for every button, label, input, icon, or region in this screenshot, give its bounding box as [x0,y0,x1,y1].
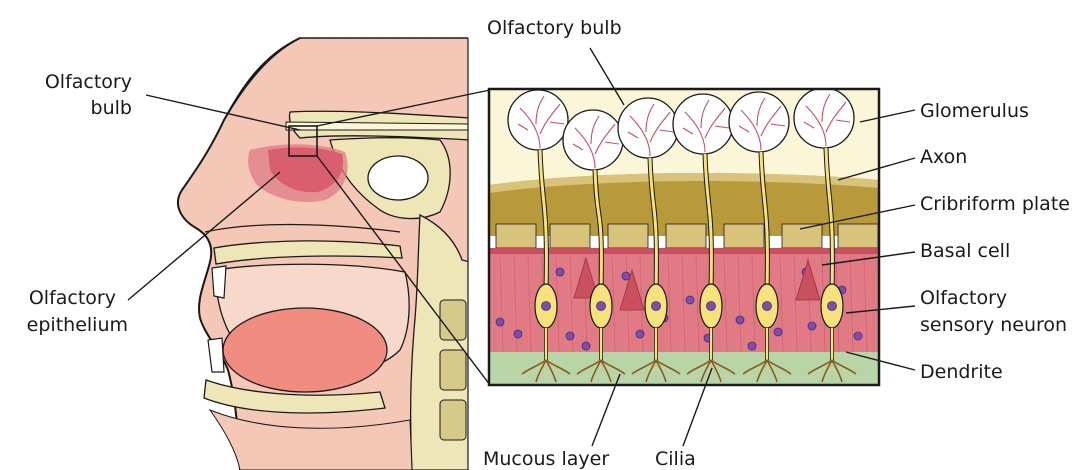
glomerulus [563,110,623,170]
cell-nucleus [566,332,574,340]
cribriform-block [550,224,590,248]
cribriform-block [782,224,822,248]
glomerulus [508,90,568,150]
label-left-bulb-1: Olfactory [45,71,132,93]
cribriform-block [666,224,706,248]
cribriform-block [608,224,648,248]
label-left-epi-2: epithelium [27,314,128,336]
cribriform-blocks [496,224,878,248]
cell-nucleus [686,296,694,304]
label-axon: Axon [920,146,967,168]
neuron-nucleus [828,302,837,311]
label-osn-2: sensory neuron [920,314,1067,336]
detail-panel [489,88,881,386]
cell-nucleus [808,322,816,330]
cell-nucleus [582,342,590,350]
glomerulus [729,92,789,152]
label-cilia: Cilia [655,448,696,470]
cell-nucleus [636,330,644,338]
glomerulus [618,98,678,158]
label-basal-cell: Basal cell [920,240,1010,262]
cribriform-block [838,224,878,248]
tongue [223,308,387,392]
label-cribriform: Cribriform plate [920,193,1070,215]
cell-nucleus [736,316,744,324]
label-left-epi-1: Olfactory [29,287,116,309]
label-top-bulb: Olfactory bulb [487,17,622,39]
sinus-cavity [368,156,428,200]
cribriform-block [724,224,764,248]
cell-nucleus [514,330,522,338]
cell-nucleus [774,328,782,336]
neuron-nucleus [707,302,716,311]
cell-nucleus [748,342,756,350]
cell-nucleus [496,318,504,326]
glomerulus [794,88,854,148]
cell-nucleus [622,272,630,280]
vertebrae [440,300,466,440]
neuron-nucleus [597,302,606,311]
label-osn-1: Olfactory [920,287,1007,309]
cribriform-block [496,224,536,248]
neuron-nucleus [763,302,772,311]
cell-nucleus [556,268,564,276]
neuron-nucleus [652,302,661,311]
neuron-nucleus [542,302,551,311]
label-dendrite: Dendrite [920,361,1003,383]
label-left-bulb-2: bulb [91,97,132,119]
cell-nucleus [854,332,862,340]
label-mucous: Mucous layer [483,448,609,470]
label-glomerulus: Glomerulus [920,100,1029,122]
glomerulus [673,94,733,154]
